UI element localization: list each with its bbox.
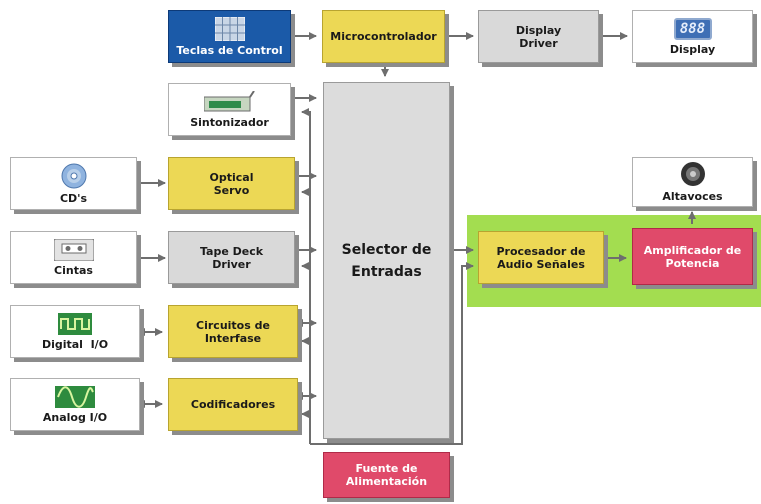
digital-io-label: Digital I/O — [41, 337, 109, 351]
codificadores-label: Codificadores — [190, 398, 276, 411]
optical-servo-block: Optical Servo — [168, 157, 295, 210]
lcd-digits-text: 888 — [679, 20, 706, 37]
selector-de-entradas-block: Selector de Entradas — [323, 82, 450, 439]
square-wave-icon — [58, 312, 92, 335]
speaker-icon — [680, 162, 705, 186]
radio-tuner-icon — [203, 90, 255, 111]
keypad-icon — [214, 16, 245, 41]
microcontrolador-label: Microcontrolador — [330, 30, 437, 43]
cd-disc-icon — [61, 163, 86, 188]
teclas-de-control-label: Teclas de Control — [176, 43, 283, 57]
cds-block: CD's — [10, 157, 137, 210]
cintas-block: Cintas — [10, 231, 137, 284]
analog-io-label: Analog I/O — [42, 410, 108, 424]
circuitos-de-interfase-block: Circuitos de Interfase — [168, 305, 298, 358]
fuente-de-alimentacion-block: Fuente de Alimentación — [323, 452, 450, 498]
display-driver-label: Display Driver — [515, 23, 562, 50]
procesador-de-audio-block: Procesador de Audio Señales — [478, 231, 604, 284]
tape-deck-driver-label: Tape Deck Driver — [199, 244, 264, 271]
amplificador-de-potencia-block: Amplificador de Potencia — [632, 228, 753, 285]
sintonizador-block: Sintonizador — [168, 83, 291, 136]
sine-wave-icon — [55, 385, 95, 408]
display-label: Display — [669, 42, 716, 56]
altavoces-label: Altavoces — [662, 190, 723, 203]
circuitos-de-interfase-label: Circuitos de Interfase — [196, 318, 270, 345]
optical-servo-label: Optical Servo — [209, 170, 254, 197]
teclas-de-control-block: Teclas de Control — [168, 10, 291, 63]
tape-deck-driver-block: Tape Deck Driver — [168, 231, 295, 284]
lcd-digits-icon: 888 — [673, 17, 712, 40]
sintonizador-label: Sintonizador — [190, 115, 269, 129]
digital-io-block: Digital I/O — [10, 305, 140, 358]
fuente-de-alimentacion-label: Fuente de Alimentación — [345, 462, 428, 488]
codificadores-block: Codificadores — [168, 378, 298, 431]
display-block: 888 Display — [632, 10, 753, 63]
microcontrolador-block: Microcontrolador — [322, 10, 445, 63]
cintas-label: Cintas — [54, 263, 93, 277]
analog-io-block: Analog I/O — [10, 378, 140, 431]
amplificador-de-potencia-label: Amplificador de Potencia — [643, 243, 742, 270]
cds-label: CD's — [59, 191, 88, 205]
altavoces-block: Altavoces — [632, 157, 753, 207]
display-driver-block: Display Driver — [478, 10, 599, 63]
cassette-icon — [53, 238, 94, 261]
selector-de-entradas-label: Selector de Entradas — [341, 241, 432, 280]
procesador-de-audio-label: Procesador de Audio Señales — [496, 244, 586, 271]
